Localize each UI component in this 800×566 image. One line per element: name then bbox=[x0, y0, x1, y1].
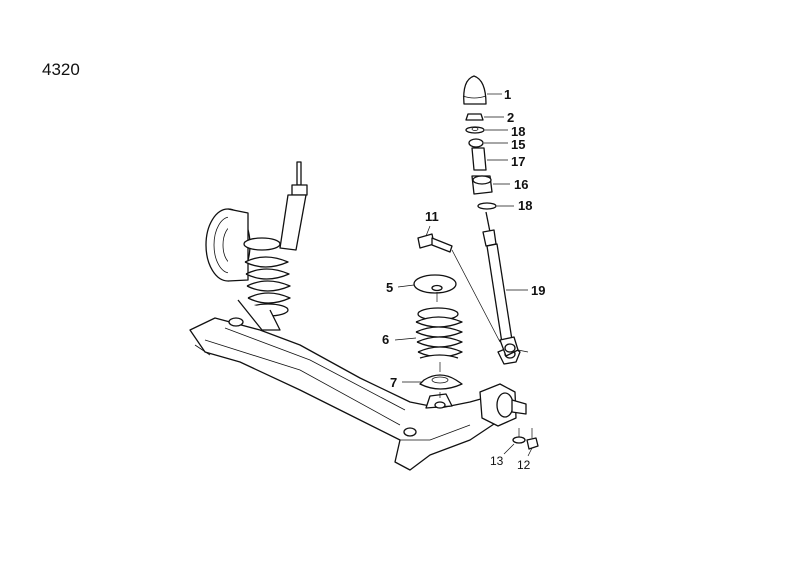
callout-15: 15 bbox=[511, 137, 526, 152]
callout-18-upper: 18 bbox=[511, 124, 526, 139]
mounting-bolt bbox=[417, 233, 501, 343]
callout-18-lower: 18 bbox=[518, 198, 533, 213]
axle-beam bbox=[189, 317, 501, 471]
shock-stack bbox=[462, 75, 529, 357]
left-brake-drum bbox=[205, 208, 251, 282]
callout-2: 2 bbox=[507, 110, 515, 125]
left-strut-assembly bbox=[237, 161, 308, 331]
callout-19: 19 bbox=[531, 283, 546, 298]
callout-1: 1 bbox=[504, 87, 512, 102]
figure-number: 4320 bbox=[42, 60, 80, 79]
coil-spring bbox=[415, 307, 463, 372]
leader-lines bbox=[394, 93, 528, 383]
upper-spring-seat bbox=[413, 274, 457, 302]
nut-and-washer bbox=[503, 428, 539, 457]
callout-13: 13 bbox=[490, 454, 504, 468]
callout-12: 12 bbox=[517, 458, 531, 472]
callout-7: 7 bbox=[390, 375, 398, 390]
lower-spring-seat bbox=[419, 374, 463, 398]
callout-16: 16 bbox=[514, 177, 529, 192]
callout-5: 5 bbox=[386, 280, 394, 295]
callout-17: 17 bbox=[511, 154, 526, 169]
callout-6: 6 bbox=[382, 332, 390, 347]
right-stub-axle bbox=[479, 345, 527, 427]
callout-11: 11 bbox=[425, 209, 439, 224]
